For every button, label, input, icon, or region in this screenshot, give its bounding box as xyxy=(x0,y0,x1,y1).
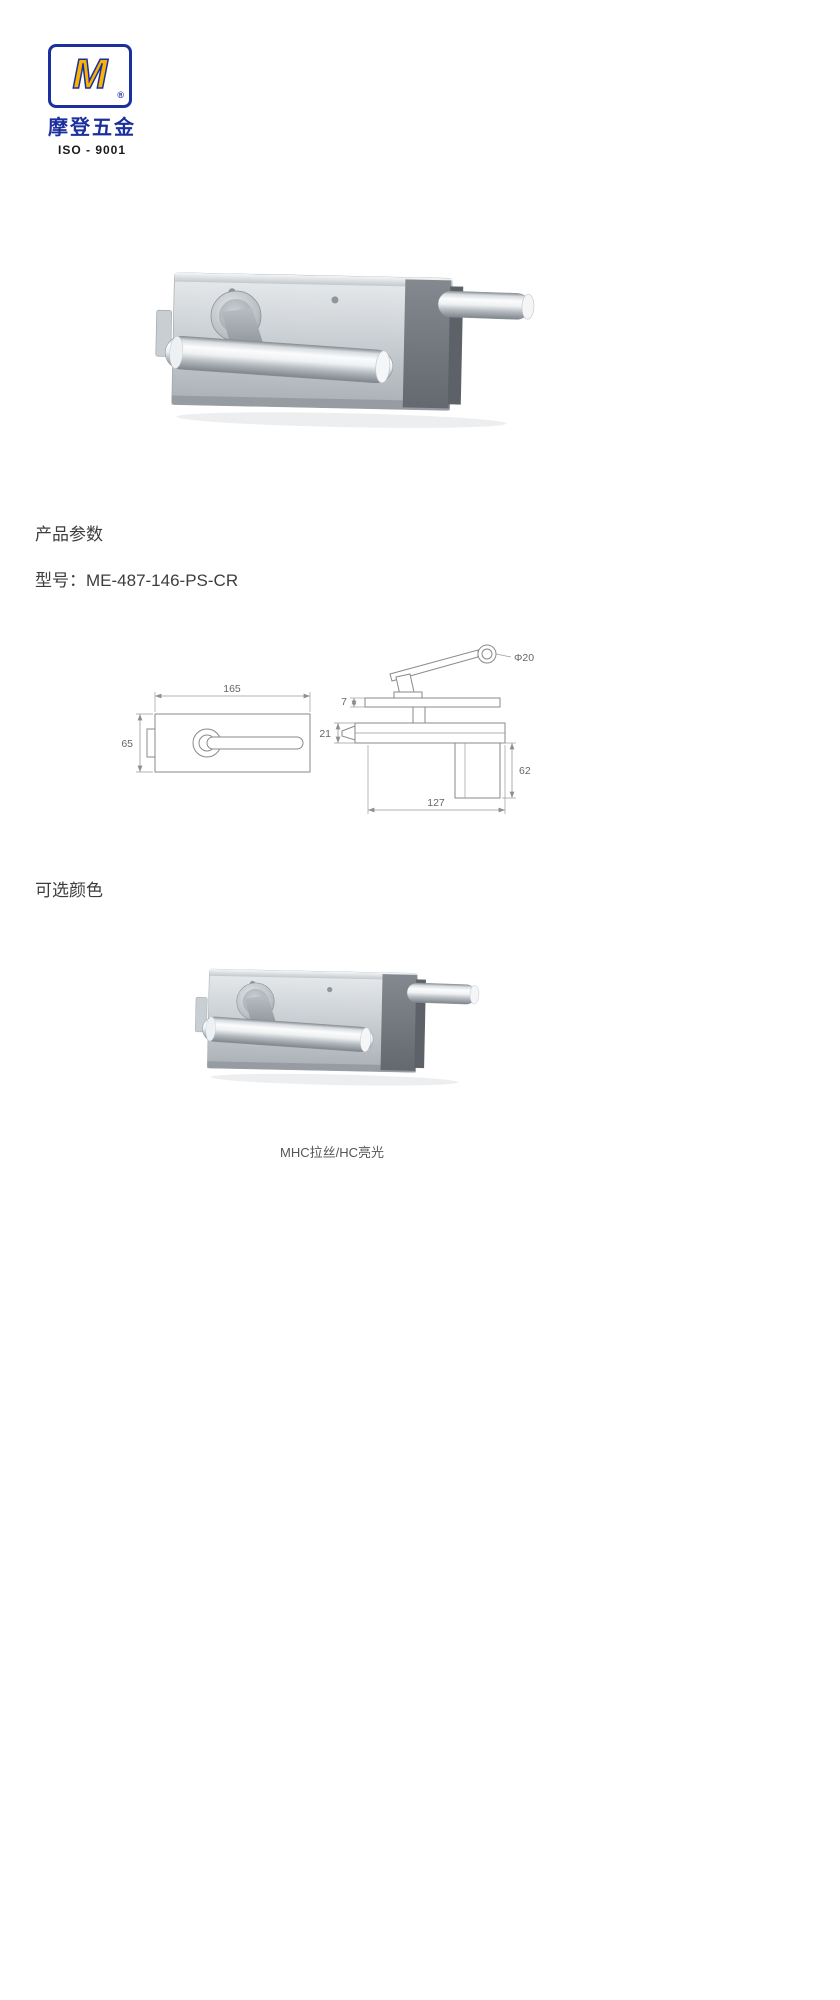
brand-name: 摩登五金 xyxy=(48,117,136,139)
logo-mark: M ® xyxy=(48,44,132,108)
product-photo-main-graphic xyxy=(138,250,538,435)
front-height-dim-label: 65 xyxy=(121,738,133,750)
logo-monogram: M xyxy=(72,50,109,97)
iso-certification-label: ISO - 9001 xyxy=(57,143,127,157)
finish-caption: MHC拉丝/HC亮光 xyxy=(280,1145,384,1160)
product-photo-finish xyxy=(182,952,482,1096)
model-number: 型号：ME-487-146-PS-CR xyxy=(35,571,239,590)
front-view-drawing: 165 65 xyxy=(121,683,311,773)
brand-logo: M ® 摩登五金 ISO - 9001 xyxy=(48,44,136,157)
body-thickness-dim-label: 21 xyxy=(319,728,331,740)
base-width-dim-label: 127 xyxy=(427,797,445,809)
product-photo-main xyxy=(138,250,538,440)
section-title-colors: 可选颜色 xyxy=(35,881,103,900)
front-width-dim-label: 165 xyxy=(223,683,241,695)
section-title-parameters: 产品参数 xyxy=(35,525,103,544)
product-photo-finish-graphic xyxy=(182,952,482,1091)
technical-drawing: 165 65 Φ20 7 xyxy=(121,644,534,814)
handle-diameter-dim-label: Φ20 xyxy=(514,652,534,664)
registered-trademark-icon: ® xyxy=(117,90,124,100)
plate-thickness-dim-label: 7 xyxy=(341,696,347,708)
side-view-drawing: Φ20 7 21 62 127 xyxy=(319,644,534,814)
drop-height-dim-label: 62 xyxy=(519,765,531,777)
